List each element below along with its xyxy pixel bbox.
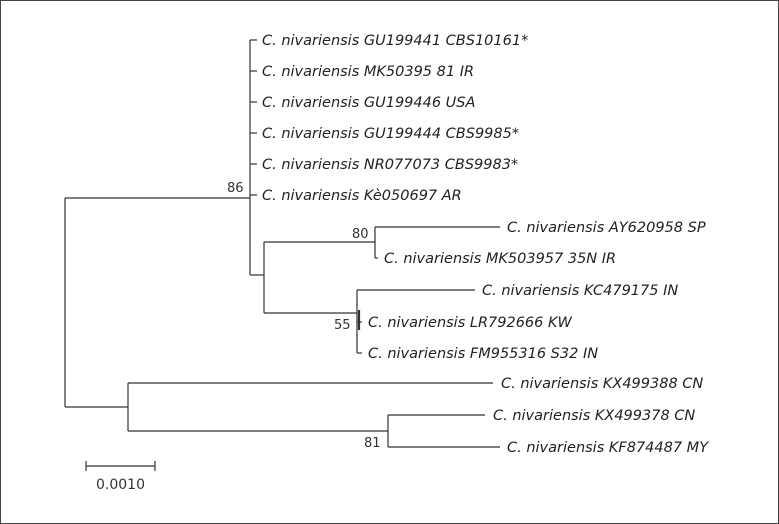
leaf-label: C. nivariensis GU199441 CBS10161* (262, 33, 528, 49)
leaf-label: C. nivariensis KF874487 MY (507, 440, 709, 456)
leaf-label: C. nivariensis AY620958 SP (507, 220, 706, 236)
leaf-label: C. nivariensis NR077073 CBS9983* (262, 157, 518, 173)
leaf-label: C. nivariensis MK503957 35N IR (384, 251, 616, 267)
leaf-label: C. nivariensis GU199446 USA (262, 95, 475, 111)
leaf-label: C. nivariensis GU199444 CBS9985* (262, 126, 519, 142)
leaf-label: C. nivariensis KC479175 IN (482, 283, 678, 299)
scale-bar: 0.0010 (85, 461, 156, 493)
scale-bar-label: 0.0010 (96, 477, 145, 493)
leaf-label: C. nivariensis FM955316 S32 IN (368, 346, 598, 362)
leaf-label: C. nivariensis LR792666 KW (368, 315, 572, 331)
bootstrap-value: 80 (352, 227, 369, 242)
bootstrap-value: 55 (334, 318, 351, 333)
bootstrap-value: 81 (364, 436, 381, 451)
leaf-label: C. nivariensis KX499378 CN (493, 408, 695, 424)
leaf-label: C. nivariensis KX499388 CN (501, 376, 703, 392)
leaf-label: C. nivariensis Kè050697 AR (262, 188, 462, 204)
leaf-label: C. nivariensis MK50395 81 IR (262, 64, 474, 80)
bootstrap-value: 86 (227, 181, 244, 196)
